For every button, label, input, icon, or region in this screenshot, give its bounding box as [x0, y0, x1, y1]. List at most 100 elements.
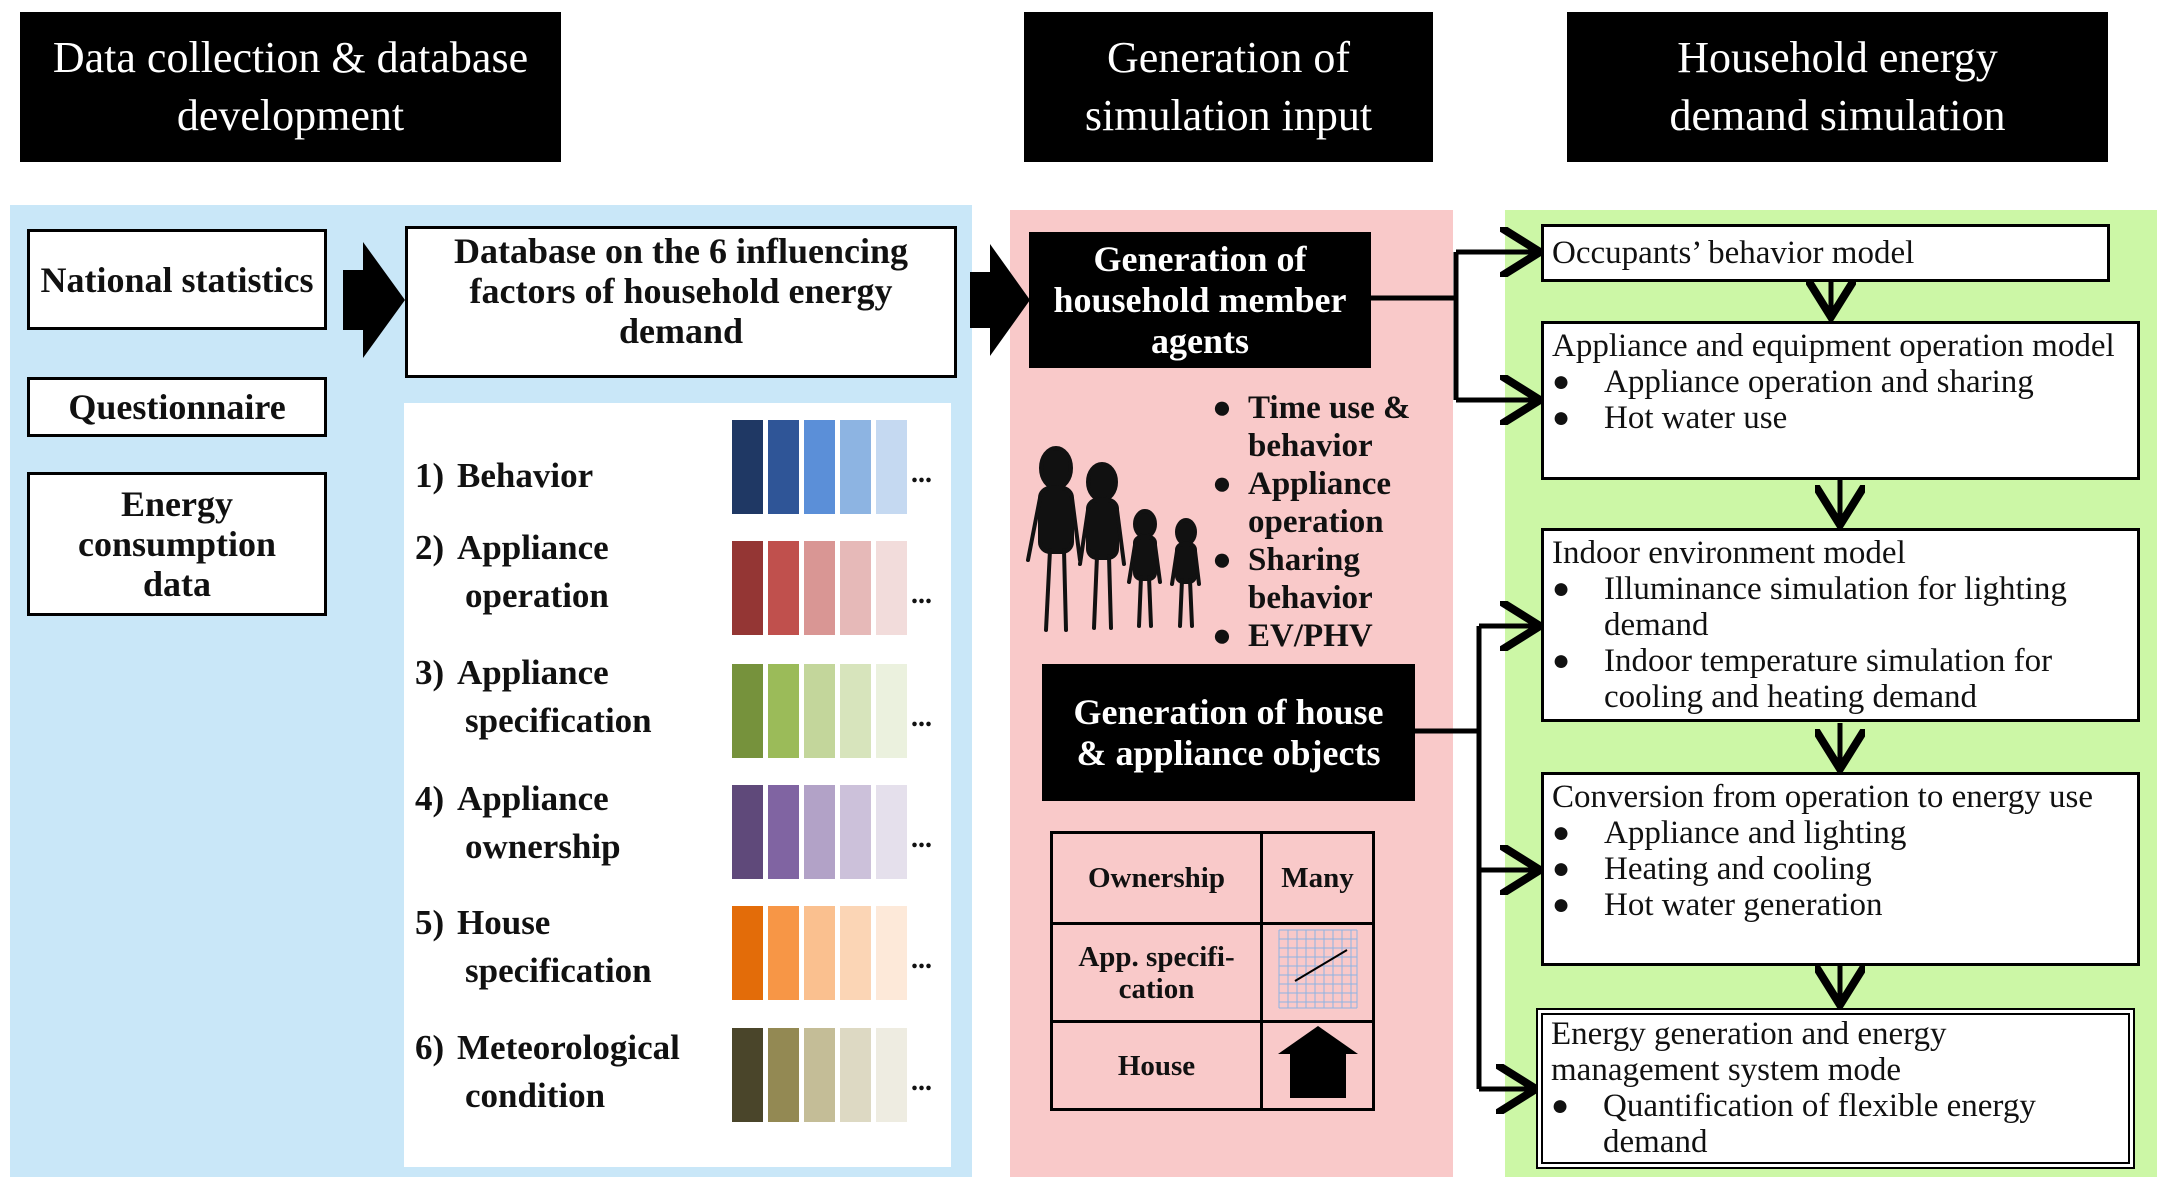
model-appliance-operation: Appliance and equipment operation model … — [1541, 321, 2140, 480]
list-item: ● Appliance and lighting — [1552, 815, 2129, 851]
factor-label: Appliance — [457, 528, 609, 567]
color-swatch — [840, 664, 871, 758]
list-item: ●EV/PHV — [1212, 617, 1452, 655]
color-swatch — [876, 1028, 907, 1122]
bullet-icon: ● — [1552, 365, 1571, 398]
model-item: Hot water use — [1604, 400, 1788, 436]
color-swatch — [840, 785, 871, 879]
table-cell-value: Many — [1260, 831, 1375, 925]
color-swatch — [804, 906, 835, 1000]
source-national-statistics: National statistics — [27, 229, 327, 330]
list-item: ● Sharing behavior — [1212, 541, 1452, 617]
table-cell-label: House — [1050, 1020, 1263, 1111]
header-simulation-input: Generation of simulation input — [1024, 12, 1433, 162]
attribute-label: EV/PHV — [1248, 618, 1373, 654]
factor-appliance-specification: 3) Appliance specification — [415, 649, 735, 745]
color-swatch — [732, 664, 763, 758]
factor-number: 5) — [415, 903, 445, 942]
list-item: ●Heating and cooling — [1552, 851, 2129, 887]
factor-number: 3) — [415, 653, 445, 692]
factor-number: 4) — [415, 779, 445, 818]
color-swatch — [840, 1028, 871, 1122]
block-arrow-2 — [970, 244, 1030, 356]
object-table: Ownership Many App. specifi-cation House — [1050, 831, 1375, 1111]
model-occupants-behavior: Occupants’ behavior model — [1541, 224, 2110, 282]
bullet-icon: ● — [1552, 816, 1571, 849]
color-swatch — [768, 906, 799, 1000]
model-energy-management: Energy generation and energy management … — [1536, 1008, 2135, 1169]
factor-behavior: 1) Behavior — [415, 452, 715, 500]
bullet-icon: ● — [1552, 401, 1571, 434]
household-members-icon — [1026, 446, 1201, 632]
factor-label-line2: condition — [465, 1076, 606, 1115]
model-item: Appliance operation and sharing — [1604, 364, 2034, 400]
list-item: ●Illuminance simulation for lighting dem… — [1552, 571, 2129, 643]
factor-label-line2: operation — [465, 576, 609, 615]
factor-number: 2) — [415, 528, 445, 567]
house-icon — [1277, 1026, 1358, 1098]
ellipsis-label: ... — [911, 458, 932, 489]
ellipsis-label: ... — [911, 579, 932, 610]
database-title-box: Database on the 6 influencing factors of… — [405, 226, 957, 378]
table-row: Ownership Many — [1050, 831, 1375, 925]
ellipsis-label: ... — [911, 944, 932, 975]
list-item: ●Time use & behavior — [1212, 389, 1452, 465]
model-title: Indoor environment model — [1552, 535, 1906, 571]
color-swatch — [876, 785, 907, 879]
color-swatch — [768, 541, 799, 635]
list-item: ● Hot water use — [1552, 400, 2129, 436]
ellipsis-label: ... — [911, 1066, 932, 1097]
model-item: Quantification of flexible energy demand — [1603, 1088, 2036, 1160]
color-swatch — [876, 541, 907, 635]
agent-attribute-list: ●Time use & behavior ●Appliance operatio… — [1212, 389, 1452, 655]
factor-label: Behavior — [457, 456, 594, 495]
model-indoor-environment: Indoor environment model ●Illuminance si… — [1541, 528, 2140, 722]
ellipsis-label: ... — [911, 702, 932, 733]
color-swatch — [840, 420, 871, 514]
source-questionnaire: Questionnaire — [27, 377, 327, 437]
list-item: ● Indoor temperature simulation for cooli… — [1552, 643, 2129, 715]
attribute-label: Sharing behavior — [1248, 542, 1373, 616]
color-swatch — [768, 664, 799, 758]
table-row: House — [1050, 1020, 1375, 1111]
model-title: Conversion from operation to energy use — [1552, 779, 2094, 815]
list-item: ● Appliance operation and sharing — [1552, 364, 2129, 400]
bullet-icon: ● — [1551, 1089, 1570, 1122]
bullet-icon: ● — [1552, 644, 1571, 677]
factor-label-line2: specification — [465, 951, 652, 990]
factor-appliance-operation: 2) Appliance operation — [415, 524, 735, 620]
model-title: Energy generation and energy management … — [1551, 1016, 1947, 1088]
header-energy-simulation: Household energy demand simulation — [1567, 12, 2108, 162]
list-item: ● Quantification of flexible energy deman… — [1551, 1088, 2120, 1160]
color-swatch — [732, 1028, 763, 1122]
table-cell-house — [1260, 1020, 1375, 1111]
color-swatch — [732, 906, 763, 1000]
bullet-icon: ● — [1552, 572, 1571, 605]
model-item: Appliance and lighting — [1604, 815, 1907, 851]
factor-label-line2: specification — [465, 701, 652, 740]
color-swatch — [804, 664, 835, 758]
color-swatch — [804, 1028, 835, 1122]
factor-meteorological-condition: 6)Meteorological condition — [415, 1024, 735, 1120]
ellipsis-label: ... — [911, 823, 932, 854]
block-arrow-1 — [343, 242, 405, 358]
color-swatch — [840, 541, 871, 635]
table-row: App. specifi-cation — [1050, 922, 1375, 1023]
model-item: Indoor temperature simulation for coolin… — [1604, 643, 2053, 715]
color-swatch — [804, 420, 835, 514]
table-cell-label: Ownership — [1050, 831, 1263, 925]
factor-number: 1) — [415, 456, 445, 495]
color-swatch — [876, 420, 907, 514]
color-swatch — [804, 785, 835, 879]
source-energy-consumption-data: Energy consumption data — [27, 472, 327, 616]
color-swatch — [876, 664, 907, 758]
factor-label: Appliance — [457, 653, 609, 692]
bullet-icon: ● — [1212, 542, 1232, 578]
color-swatch — [732, 541, 763, 635]
bullet-icon: ● — [1212, 390, 1232, 426]
model-title: Occupants’ behavior model — [1552, 235, 1915, 271]
factor-number: 6) — [415, 1028, 445, 1067]
factor-house-specification: 5)House specification — [415, 899, 735, 995]
model-item: Hot water generation — [1604, 887, 1883, 923]
